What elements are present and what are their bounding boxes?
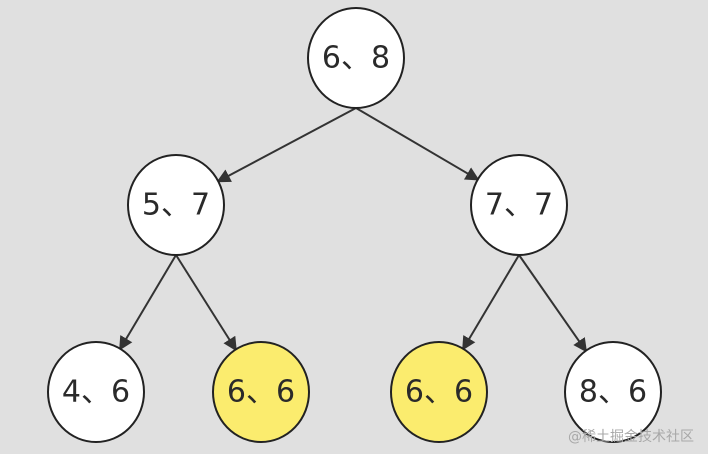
node-circle-left-left [47, 341, 145, 443]
node-label-right-right: 8、6 [579, 375, 647, 410]
edge-root-to-left [216, 107, 357, 183]
tree-node-left-right: 6、6 [212, 341, 310, 443]
watermark: @稀土掘金技术社区 [568, 429, 694, 445]
edge-left-to-left-left [118, 254, 177, 351]
node-label-left-left: 4、6 [62, 375, 130, 410]
edge-left-to-left-right [175, 254, 237, 352]
node-circle-left [127, 154, 225, 256]
edge-root-to-right [355, 107, 480, 181]
node-circle-right-left [390, 341, 488, 443]
tree-node-left: 5、7 [127, 154, 225, 256]
node-label-left-right: 6、6 [227, 375, 295, 410]
edge-right-to-right-left [461, 254, 520, 351]
node-label-right: 7、7 [485, 188, 553, 223]
node-circle-right-right [564, 341, 662, 443]
tree-node-root: 6、8 [307, 7, 405, 109]
tree-node-right-right: 8、6 [564, 341, 662, 443]
node-circle-left-right [212, 341, 310, 443]
node-circle-root [307, 7, 405, 109]
node-label-right-left: 6、6 [405, 375, 473, 410]
tree-node-right: 7、7 [470, 154, 568, 256]
node-label-root: 6、8 [322, 41, 390, 76]
tree-node-right-left: 6、6 [390, 341, 488, 443]
edge-right-to-right-right [518, 254, 588, 353]
node-circle-right [470, 154, 568, 256]
tree-node-left-left: 4、6 [47, 341, 145, 443]
node-label-left: 5、7 [142, 188, 210, 223]
